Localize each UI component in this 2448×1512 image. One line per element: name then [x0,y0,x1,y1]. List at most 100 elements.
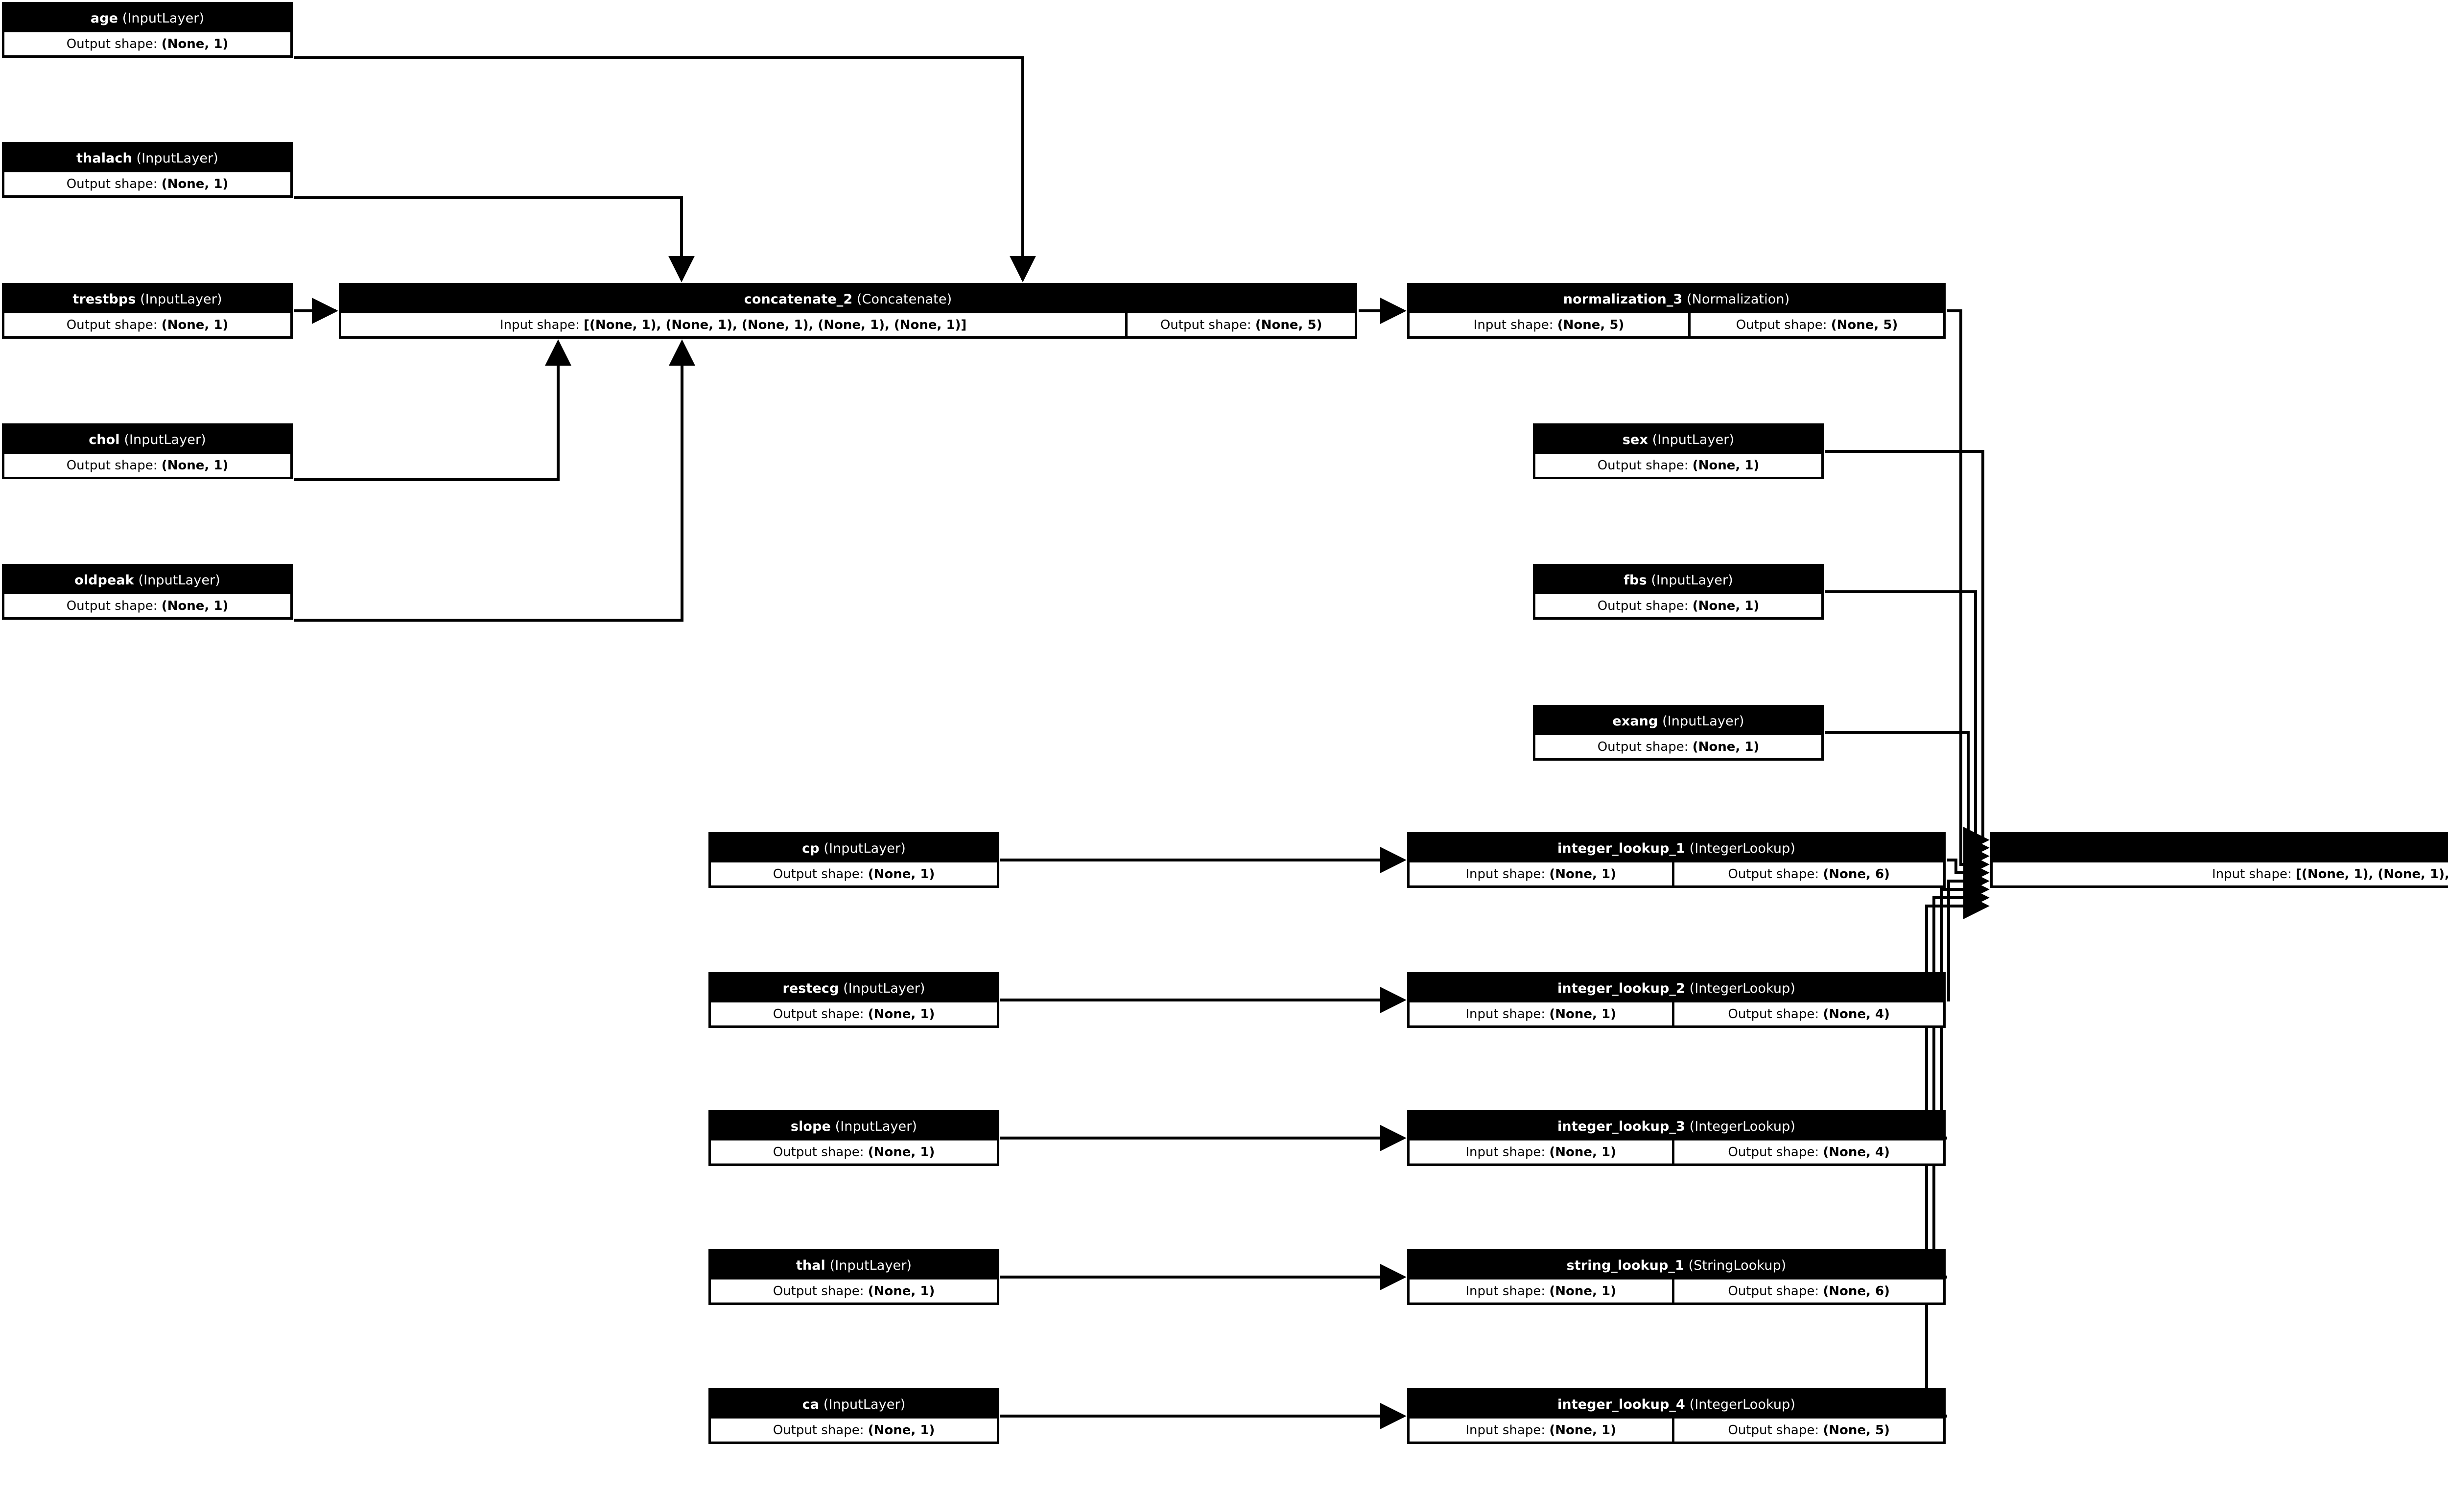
node-integer-lookup-2[interactable]: integer_lookup_2 (IntegerLookup) Input s… [1407,972,1946,1028]
node-ca-name: ca [802,1397,820,1412]
node-integer-lookup-3-input-shape: Input shape: (None, 1) [1410,1140,1672,1163]
input-shape-value: (None, 1) [1549,1006,1616,1022]
node-thal[interactable]: thal (InputLayer) Output shape: (None, 1… [708,1249,999,1305]
node-integer-lookup-1-title: integer_lookup_1 (IntegerLookup) [1410,835,1943,862]
input-shape-value: (None, 1) [1549,1283,1616,1299]
node-slope-output-shape: Output shape: (None, 1) [711,1140,997,1163]
node-integer-lookup-2-input-shape: Input shape: (None, 1) [1410,1002,1672,1025]
node-age-output-shape: Output shape: (None, 1) [4,32,290,55]
node-concatenate-2-title: concatenate_2 (Concatenate) [341,285,1355,313]
node-oldpeak[interactable]: oldpeak (InputLayer) Output shape: (None… [2,564,293,620]
node-thalach[interactable]: thalach (InputLayer) Output shape: (None… [2,142,293,198]
node-chol[interactable]: chol (InputLayer) Output shape: (None, 1… [2,423,293,479]
node-trestbps[interactable]: trestbps (InputLayer) Output shape: (Non… [2,283,293,339]
node-trestbps-name: trestbps [72,292,136,307]
node-slope[interactable]: slope (InputLayer) Output shape: (None, … [708,1110,999,1166]
node-integer-lookup-1[interactable]: integer_lookup_1 (IntegerLookup) Input s… [1407,832,1946,888]
output-shape-label: Output shape: [1736,317,1827,332]
node-age-title: age (InputLayer) [4,4,290,32]
node-ca-output-shape: Output shape: (None, 1) [711,1419,997,1442]
output-shape-label: Output shape: [1597,739,1689,754]
output-shape-label: Output shape: [66,317,158,332]
output-shape-label: Output shape: [773,1283,864,1299]
output-shape-value: (None, 1) [1692,598,1760,613]
node-concatenate-2-output-shape: Output shape: (None, 5) [1128,313,1355,336]
node-integer-lookup-4-output-shape: Output shape: (None, 5) [1674,1419,1943,1442]
node-restecg-type: (InputLayer) [843,981,925,996]
output-shape-label: Output shape: [66,36,158,51]
output-shape-value: (None, 1) [1692,458,1760,473]
output-shape-label: Output shape: [773,1006,864,1022]
output-shape-value: (None, 1) [1692,739,1760,754]
node-thalach-output-shape: Output shape: (None, 1) [4,172,290,195]
node-thalach-title: thalach (InputLayer) [4,144,290,172]
output-shape-value: (None, 1) [868,1283,935,1299]
node-normalization-3-name: normalization_3 [1563,292,1683,307]
node-cp[interactable]: cp (InputLayer) Output shape: (None, 1) [708,832,999,888]
node-restecg-title: restecg (InputLayer) [711,975,997,1002]
node-cp-name: cp [802,841,820,856]
edges-lookup-column [1000,298,1407,1429]
node-string-lookup-1-type: (StringLookup) [1688,1258,1787,1273]
input-shape-label: Input shape: [1465,1006,1546,1022]
node-concatenate-2-input-shape: Input shape: [(None, 1), (None, 1), (Non… [341,313,1126,336]
node-string-lookup-1[interactable]: string_lookup_1 (StringLookup) Input sha… [1407,1249,1946,1305]
node-chol-title: chol (InputLayer) [4,426,290,454]
node-sex[interactable]: sex (InputLayer) Output shape: (None, 1) [1533,423,1824,479]
node-age[interactable]: age (InputLayer) Output shape: (None, 1) [2,2,293,58]
node-normalization-3[interactable]: normalization_3 (Normalization) Input sh… [1407,283,1946,339]
node-ca[interactable]: ca (InputLayer) Output shape: (None, 1) [708,1388,999,1444]
node-concatenate-2-type: (Concatenate) [856,292,952,307]
output-shape-value: (None, 4) [1823,1144,1890,1160]
output-shape-label: Output shape: [1597,598,1689,613]
node-integer-lookup-3-type: (IntegerLookup) [1689,1119,1795,1134]
node-integer-lookup-3-name: integer_lookup_3 [1557,1119,1685,1134]
node-integer-lookup-4-name: integer_lookup_4 [1557,1397,1685,1412]
output-shape-label: Output shape: [773,1422,864,1438]
node-trestbps-output-shape: Output shape: (None, 1) [4,313,290,336]
output-shape-value: (None, 1) [161,598,229,613]
node-exang-title: exang (InputLayer) [1535,707,1821,735]
output-shape-label: Output shape: [1728,1144,1819,1160]
node-fbs[interactable]: fbs (InputLayer) Output shape: (None, 1) [1533,564,1824,620]
node-restecg[interactable]: restecg (InputLayer) Output shape: (None… [708,972,999,1028]
output-shape-value: (None, 1) [868,1144,935,1160]
output-shape-label: Output shape: [1728,1006,1819,1022]
output-shape-value: (None, 1) [868,1006,935,1022]
node-chol-type: (InputLayer) [124,432,206,447]
node-exang[interactable]: exang (InputLayer) Output shape: (None, … [1533,705,1824,761]
node-concatenate-3[interactable]: concatenate_3 (Concatenate) Input shape:… [1990,832,2448,888]
node-integer-lookup-4[interactable]: integer_lookup_4 (IntegerLookup) Input s… [1407,1388,1946,1444]
node-oldpeak-title: oldpeak (InputLayer) [4,566,290,594]
input-shape-label: Input shape: [1465,866,1546,882]
node-integer-lookup-2-type: (IntegerLookup) [1689,981,1795,996]
output-shape-label: Output shape: [66,598,158,613]
node-integer-lookup-3[interactable]: integer_lookup_3 (IntegerLookup) Input s… [1407,1110,1946,1166]
node-sex-output-shape: Output shape: (None, 1) [1535,454,1821,477]
input-shape-value: (None, 1) [1549,866,1616,882]
node-integer-lookup-1-output-shape: Output shape: (None, 6) [1674,862,1943,885]
output-shape-value: (None, 1) [161,317,229,332]
node-thalach-type: (InputLayer) [136,151,218,166]
output-shape-value: (None, 6) [1823,1283,1890,1299]
output-shape-value: (None, 4) [1823,1006,1890,1022]
node-concatenate-3-title: concatenate_3 (Concatenate) [1993,835,2448,862]
node-cp-type: (InputLayer) [824,841,906,856]
node-normalization-3-type: (Normalization) [1687,292,1790,307]
input-shape-label: Input shape: [1465,1422,1546,1438]
node-concatenate-2[interactable]: concatenate_2 (Concatenate) Input shape:… [339,283,1357,339]
output-shape-value: (None, 5) [1823,1422,1890,1438]
input-shape-value: [(None, 1), (None, 1), (None, 1), (None,… [584,317,967,332]
node-integer-lookup-2-name: integer_lookup_2 [1557,981,1685,996]
node-oldpeak-output-shape: Output shape: (None, 1) [4,594,290,617]
node-integer-lookup-3-title: integer_lookup_3 (IntegerLookup) [1410,1113,1943,1140]
output-shape-label: Output shape: [773,1144,864,1160]
node-exang-output-shape: Output shape: (None, 1) [1535,735,1821,758]
node-integer-lookup-2-title: integer_lookup_2 (IntegerLookup) [1410,975,1943,1002]
node-integer-lookup-1-name: integer_lookup_1 [1557,841,1685,856]
node-ca-type: (InputLayer) [823,1397,906,1412]
node-chol-name: chol [89,432,120,447]
output-shape-value: (None, 5) [1255,317,1322,332]
node-thal-output-shape: Output shape: (None, 1) [711,1279,997,1303]
